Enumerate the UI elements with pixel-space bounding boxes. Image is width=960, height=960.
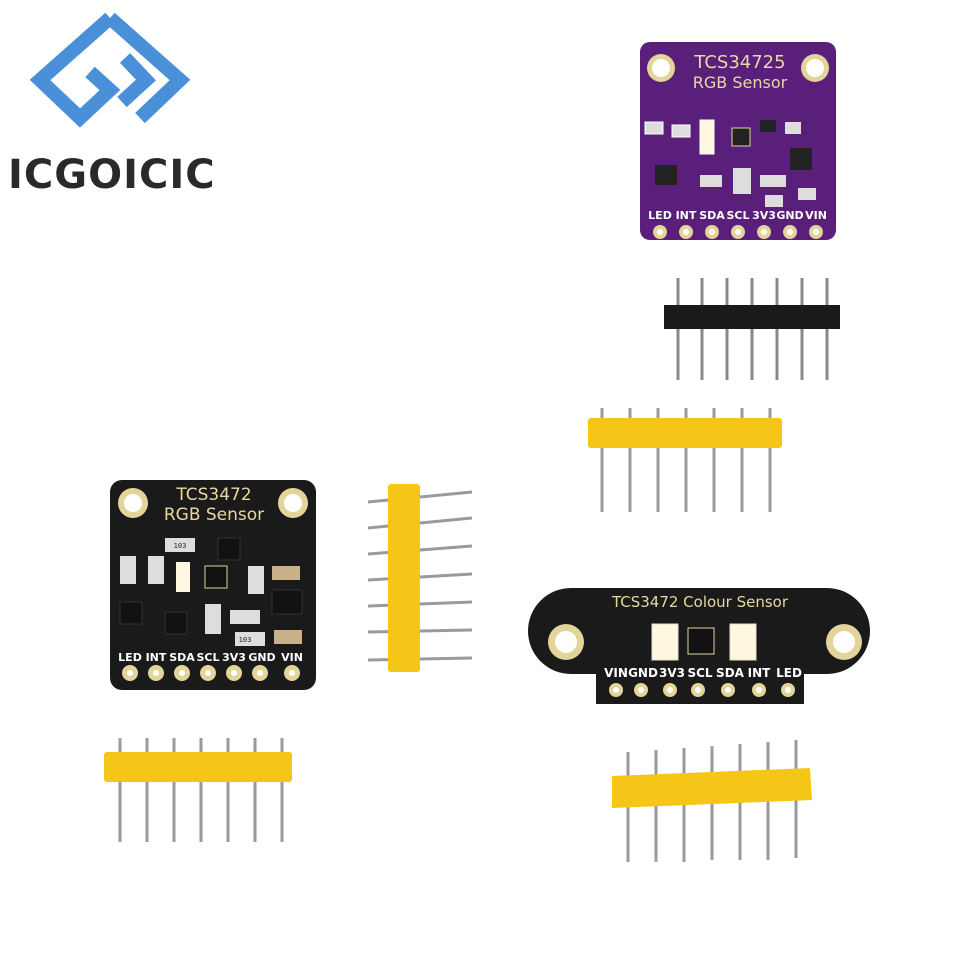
square-board-title-2: RGB Sensor [164,505,264,525]
logo-mark-icon [30,12,190,128]
brand-logo [30,10,190,140]
yellow-header-right [588,408,782,512]
pin-label: VIN [604,666,628,680]
pin-label: SCL [726,209,749,222]
pin-label: LED [118,651,142,664]
resistor-code: 103 [174,542,187,550]
pin-label: LED [648,209,672,222]
pin-label: INT [676,209,697,222]
square-pin-labels: LED INT SDA SCL 3V3 GND VIN [118,651,303,664]
pin-label: VIN [805,209,827,222]
pin-label: LED [776,666,802,680]
yellow-header-bottom-left [104,738,292,842]
pin-label: 3V3 [659,666,685,680]
pin-label: SCL [687,666,712,680]
wide-sensor-board [528,588,870,704]
pin-label: SDA [716,666,745,680]
purple-board-title-2: RGB Sensor [693,73,788,92]
pin-label: SDA [699,209,725,222]
pin-label: SCL [196,651,219,664]
pin-label: 3V3 [752,209,776,222]
square-sensor-board [110,480,316,690]
pin-label: INT [146,651,167,664]
brand-name: ICGOICIC [8,152,216,198]
square-board-title-1: TCS3472 [175,485,251,505]
yellow-header-bottom-right [612,740,812,862]
pin-label: SDA [169,651,195,664]
purple-board-title-1: TCS34725 [693,52,785,73]
resistor-code: 103 [239,636,252,644]
wide-board-title: TCS3472 Colour Sensor [611,593,789,611]
black-pin-header [664,278,840,380]
pin-label: VIN [281,651,303,664]
pin-label: GND [776,209,803,222]
pin-label: GND [248,651,275,664]
pin-label: GND [628,666,658,680]
wide-pin-labels: VIN GND 3V3 SCL SDA INT LED [604,666,802,680]
purple-sensor-board [640,42,836,240]
pin-label: 3V3 [222,651,246,664]
pin-label: INT [748,666,772,680]
purple-pin-labels: LED INT SDA SCL 3V3 GND VIN [648,209,827,222]
yellow-header-vertical [367,484,473,672]
